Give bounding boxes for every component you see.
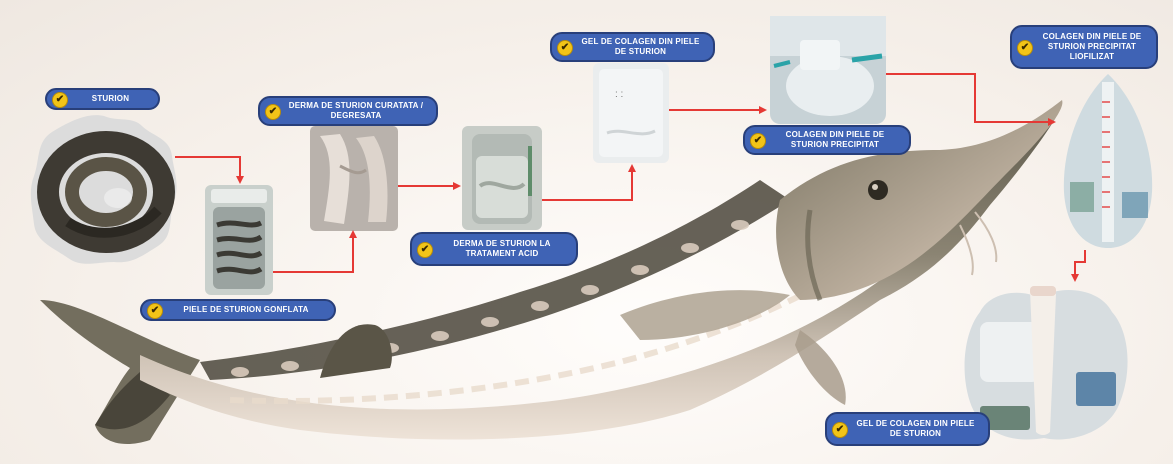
fish-pectoral-fin bbox=[620, 290, 790, 340]
label-derma-acid: ✔ DERMA DE STURION LA TRATAMENT ACID bbox=[410, 232, 578, 266]
label-colagen-liofilizat: ✔ COLAGEN DIN PIELE DE STURION PRECIPITA… bbox=[1010, 25, 1158, 69]
check-circle-icon: ✔ bbox=[750, 133, 766, 149]
svg-text:: :: : : bbox=[615, 89, 623, 100]
photo-whole-sturgeon bbox=[28, 112, 180, 267]
check-circle-icon: ✔ bbox=[417, 242, 433, 258]
photo-precipitated-collagen bbox=[770, 16, 886, 124]
label-piele-gonflata: ✔ PIELE DE STURION GONFLATA bbox=[140, 299, 336, 321]
label-gel-colagen-top: ✔ GEL DE COLAGEN DIN PIELE DE STURION bbox=[550, 32, 715, 62]
label-sturion: ✔ STURION bbox=[45, 88, 160, 110]
label-derma-curatata: ✔ DERMA DE STURION CURATATA / DEGRESATA bbox=[258, 96, 438, 126]
fish-dorsal-fin bbox=[320, 324, 392, 378]
check-circle-icon: ✔ bbox=[1017, 40, 1033, 56]
check-circle-icon: ✔ bbox=[52, 92, 68, 108]
photo-collagen-gel-sample: : : bbox=[593, 63, 669, 163]
check-circle-icon: ✔ bbox=[832, 422, 848, 438]
photo-lyophilized-collagen-cylinder bbox=[1060, 72, 1156, 250]
check-circle-icon: ✔ bbox=[147, 303, 163, 319]
photo-inflated-skin-jar bbox=[205, 185, 273, 295]
photo-cleaned-skin bbox=[310, 126, 398, 231]
check-circle-icon: ✔ bbox=[265, 104, 281, 120]
label-colagen-precipitat: ✔ COLAGEN DIN PIELE DE STURION PRECIPITA… bbox=[743, 125, 911, 155]
check-circle-icon: ✔ bbox=[557, 40, 573, 56]
label-gel-colagen-final: ✔ GEL DE COLAGEN DIN PIELE DE STURION bbox=[825, 412, 990, 446]
fish-eye bbox=[868, 180, 888, 200]
photo-acid-treatment-jar bbox=[462, 126, 542, 230]
